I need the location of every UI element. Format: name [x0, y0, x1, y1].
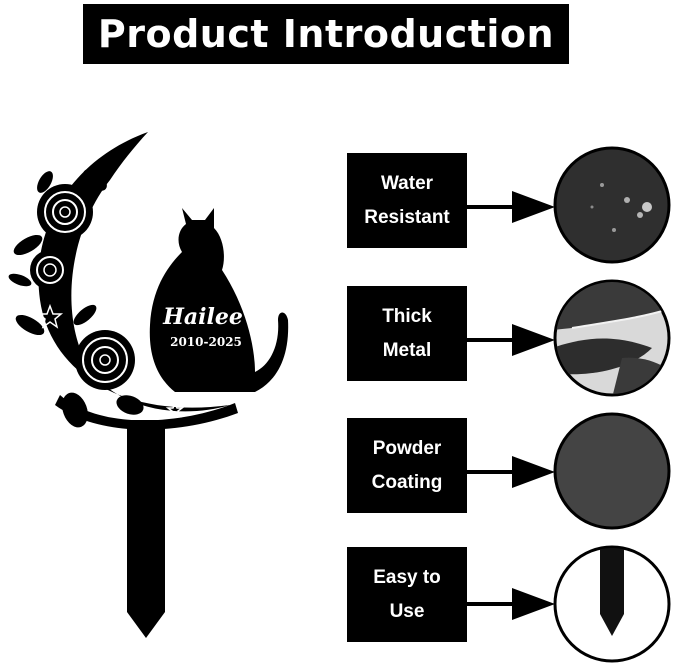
feature-label-powder-coating: Powder Coating — [347, 418, 467, 513]
feature-label-line1: Water — [380, 172, 434, 194]
pet-dates: 2010-2025 — [170, 335, 242, 349]
arrow-right-icon — [467, 588, 555, 620]
feature-label-line2: Metal — [382, 339, 432, 361]
feature-label-line1: Easy to — [373, 566, 441, 588]
feature-label-water-resistant: Water Resistant — [347, 153, 467, 248]
feature-label-line2: Coating — [371, 471, 443, 493]
water-droplets-swatch — [553, 146, 671, 264]
page-title-banner: Product Introduction — [83, 4, 569, 64]
feature-label-line2: Resistant — [364, 206, 450, 228]
feature-label-line2: Use — [389, 600, 425, 622]
arrow-right-icon — [467, 456, 555, 488]
arrow-right-icon — [467, 191, 555, 223]
star-decoration — [36, 303, 185, 418]
feature-label-line1: Powder — [372, 437, 442, 459]
stake-spike-swatch — [553, 545, 671, 663]
feature-label-thick-metal: Thick Metal — [347, 286, 467, 381]
pet-name: Hailee — [162, 304, 243, 330]
feature-label-line1: Thick — [382, 305, 432, 327]
feature-label-easy-to-use: Easy to Use — [347, 547, 467, 642]
stake-spike — [127, 420, 165, 638]
cat-silhouette — [149, 208, 289, 392]
arrow-right-icon — [467, 324, 555, 356]
leaf-decoration — [8, 169, 144, 428]
metal-edge-swatch — [553, 279, 671, 397]
page-title: Product Introduction — [97, 12, 555, 56]
powder-texture-swatch — [553, 412, 671, 530]
rose-decoration — [30, 184, 135, 390]
cat-moon-memorial-stake: Hailee 2010-2025 — [8, 132, 289, 638]
